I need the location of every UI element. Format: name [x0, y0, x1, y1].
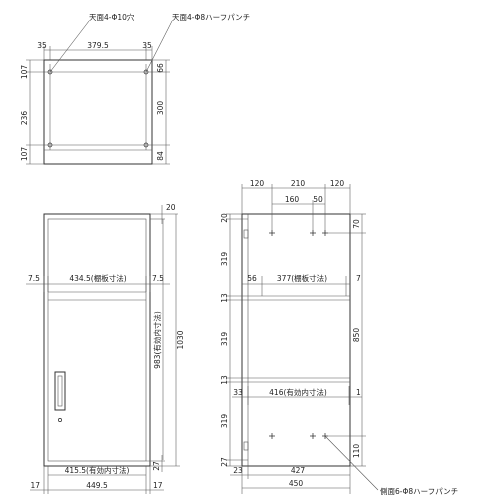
side-left-height-4: 319: [220, 332, 229, 347]
side-shelf-width: 377(棚板寸法): [277, 273, 327, 283]
front-door-panel: [47, 218, 147, 462]
side-punch-icon: [310, 433, 316, 439]
top-width-center: 379.5: [87, 41, 109, 50]
side-inner-right: 1: [356, 388, 361, 397]
side-bottom-dim-1: 23: [233, 466, 243, 475]
side-punch-icon: [269, 433, 275, 439]
side-top-spacing-2: 210: [291, 179, 306, 188]
front-side-right: 17: [153, 481, 163, 490]
front-inner-height: 983(有効内寸法): [152, 311, 162, 369]
top-hole-callout: 天面4-Φ10穴: [89, 12, 135, 22]
door-handle-grip-icon: [57, 375, 63, 407]
side-hinge-top-icon: [243, 229, 249, 239]
front-view: 20 1030 983(有効内寸法) 7.5 434.5(棚板寸法) 7.5 4…: [26, 203, 185, 494]
front-shelf-width: 434.5(棚板寸法): [69, 273, 126, 283]
side-inner-width: 416(有効内寸法): [269, 387, 327, 397]
side-view: 120 210 120 160 50 20 319 13 319 13 319 …: [220, 179, 458, 496]
side-bottom-dim-2: 427: [291, 466, 306, 475]
top-left-depth-2: 236: [20, 111, 29, 126]
side-top-spacing-3: 120: [330, 179, 345, 188]
side-total-depth: 450: [289, 479, 304, 488]
side-right-height-1: 70: [352, 219, 361, 229]
keyhole-icon: [58, 418, 62, 422]
front-shelf-side-left: 7.5: [28, 274, 40, 283]
top-width-right: 35: [142, 41, 152, 50]
side-left-height-5: 13: [220, 375, 229, 385]
door-handle-icon: [54, 371, 66, 411]
top-left-depth-1: 107: [20, 65, 29, 80]
front-side-left: 17: [30, 481, 40, 490]
top-right-depth-1: 66: [156, 63, 165, 73]
top-width-left: 35: [37, 41, 47, 50]
side-top-inner-2: 50: [313, 195, 323, 204]
side-right-height-2: 850: [352, 328, 361, 343]
front-top-gap: 20: [166, 203, 176, 212]
front-inner-width: 415.5(有効内寸法): [65, 465, 130, 475]
top-punch-callout: 天面4-Φ8ハーフパンチ: [172, 13, 250, 22]
side-left-height-3: 13: [220, 293, 229, 303]
top-view-outline: [43, 59, 153, 165]
side-shelf-left: 56: [247, 274, 257, 283]
side-hinge-bottom-icon: [243, 441, 249, 451]
side-left-height-2: 319: [220, 252, 229, 267]
front-total-height: 1030: [176, 330, 185, 349]
side-shelf-right: 7: [356, 274, 361, 283]
top-right-depth-2: 300: [156, 101, 165, 116]
side-left-height-6: 319: [220, 414, 229, 429]
side-punch-callout: 側面6-Φ8ハーフパンチ: [380, 486, 458, 496]
side-left-height-1: 20: [220, 213, 229, 223]
front-door-width: 449.5: [86, 481, 108, 490]
side-top-inner-1: 160: [285, 195, 300, 204]
side-inner-left: 33: [233, 388, 243, 397]
front-view-outline: [43, 213, 151, 467]
top-right-depth-3: 84: [156, 151, 165, 161]
top-view: 35 379.5 35 天面4-Φ10穴 天面4-Φ8ハーフパンチ 107 23…: [20, 12, 250, 165]
front-shelf-side-right: 7.5: [152, 274, 164, 283]
side-top-spacing-1: 120: [250, 179, 265, 188]
top-left-depth-3: 107: [20, 147, 29, 162]
front-bottom-gap: 27: [152, 461, 161, 471]
side-left-height-7: 27: [220, 457, 229, 467]
side-right-height-3: 110: [352, 444, 361, 459]
side-view-outline: [241, 213, 351, 467]
